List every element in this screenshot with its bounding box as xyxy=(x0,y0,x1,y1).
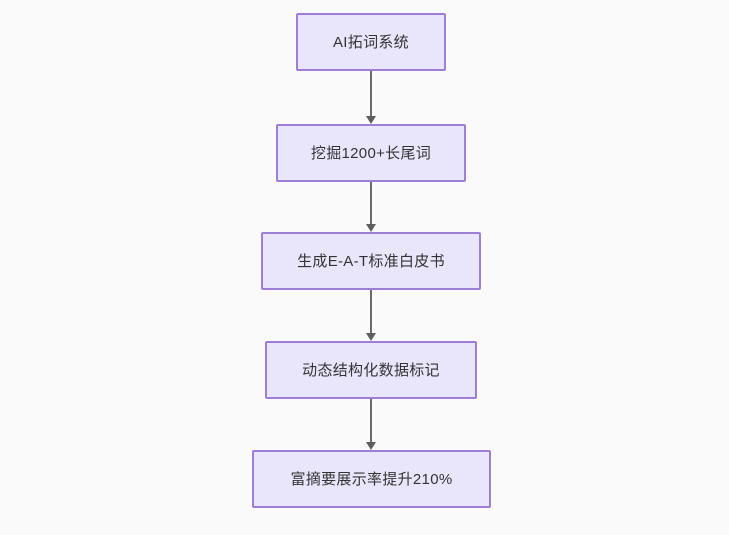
flow-node-n2[interactable]: 挖掘1200+长尾词 xyxy=(276,124,466,182)
flow-node-n5[interactable]: 富摘要展示率提升210% xyxy=(252,450,491,508)
flow-edge-line xyxy=(370,290,372,333)
flow-node-n4[interactable]: 动态结构化数据标记 xyxy=(265,341,477,399)
flow-node-n3[interactable]: 生成E-A-T标准白皮书 xyxy=(261,232,481,290)
flow-node-label: AI拓词系统 xyxy=(333,33,409,51)
arrow-down-icon xyxy=(366,116,376,124)
arrow-down-icon xyxy=(366,333,376,341)
flow-node-label: 动态结构化数据标记 xyxy=(302,361,440,379)
flow-edge-line xyxy=(370,182,372,224)
flow-node-label: 生成E-A-T标准白皮书 xyxy=(297,252,445,270)
flow-edge-line xyxy=(370,399,372,442)
flow-node-label: 挖掘1200+长尾词 xyxy=(310,144,432,162)
flow-edge-line xyxy=(370,71,372,116)
arrow-down-icon xyxy=(366,224,376,232)
arrow-down-icon xyxy=(366,442,376,450)
flow-node-n1[interactable]: AI拓词系统 xyxy=(296,13,446,71)
flow-node-label: 富摘要展示率提升210% xyxy=(290,470,453,488)
